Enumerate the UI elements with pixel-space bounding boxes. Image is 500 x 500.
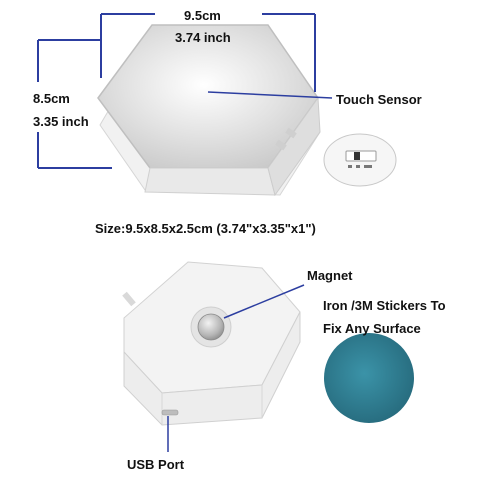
height-inch-label: 3.35 inch: [33, 114, 89, 129]
top-hexagon-side-right: [267, 96, 321, 197]
sticker-mark: [364, 165, 372, 168]
bottom-side-slot: [122, 291, 136, 307]
usb-port-slot: [161, 409, 179, 416]
sticker-mark: [356, 165, 360, 168]
top-sticker-with-switch: [323, 133, 397, 187]
magnet-pointer: [223, 284, 305, 319]
top-hexagon-light: [97, 24, 321, 197]
sticker-mark: [348, 165, 352, 168]
height-dimension-lines: [37, 39, 112, 169]
width-cm-label: 9.5cm: [184, 8, 221, 23]
touch-sensor-label: Touch Sensor: [336, 92, 422, 107]
height-cm-label: 8.5cm: [33, 91, 70, 106]
bottom-hexagon-side: [123, 311, 301, 426]
top-hexagon-side: [144, 167, 276, 196]
magnet-label: Magnet: [307, 268, 353, 283]
iron-3m-sticker: [324, 333, 414, 423]
sticker-switch: [345, 150, 377, 162]
magnet-disc: [197, 313, 225, 341]
size-text: Size:9.5x8.5x2.5cm (3.74"x3.35"x1"): [95, 221, 316, 236]
width-inch-label: 3.74 inch: [175, 30, 231, 45]
touch-sensor-pointer: [207, 91, 333, 99]
width-dimension-lines: [100, 13, 316, 92]
sticker-switch-knob: [354, 152, 360, 160]
sticker-label-line2: Fix Any Surface: [323, 321, 421, 336]
top-port-slot: [275, 139, 287, 151]
top-port-slot-2: [285, 127, 297, 139]
sticker-label-line1: Iron /3M Stickers To: [323, 298, 446, 313]
usb-port-label: USB Port: [127, 457, 185, 472]
